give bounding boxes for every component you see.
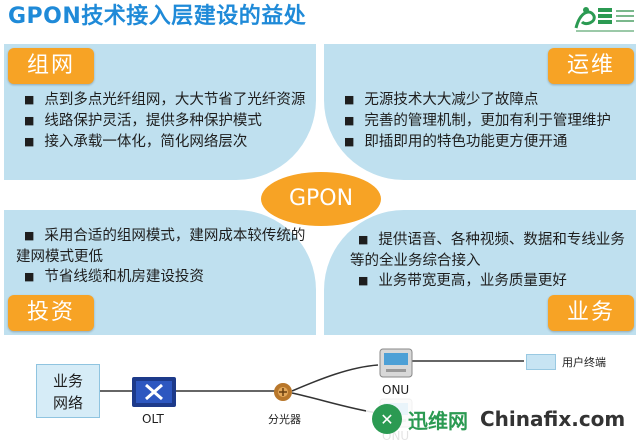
expo-2010-logo-icon	[572, 2, 636, 36]
slide-title: GPON技术接入层建设的益处	[8, 4, 307, 29]
splitter-label: 分光器	[268, 413, 301, 426]
onu-icon	[379, 348, 413, 378]
list-item: 即插即用的特色功能更方便开通	[336, 132, 628, 153]
list-item: 完善的管理机制，更加有利于管理维护	[336, 111, 628, 132]
services-list: 提供语音、各种视频、数据和专线业务等的全业务综合接入 业务带宽更高，业务质量更好	[350, 230, 626, 292]
xunwei-logo-icon: ✕	[372, 404, 402, 434]
watermark-en: Chinafix.com	[480, 407, 626, 431]
list-item: 业务带宽更高，业务质量更好	[350, 271, 626, 292]
user-terminal-label: 用户终端	[562, 356, 606, 369]
onu-label: ONU	[382, 383, 410, 397]
investment-list: 采用合适的组网模式，建网成本较传统的建网模式更低 节省线缆和机房建设投资	[16, 226, 308, 288]
list-item: 接入承载一体化，简化网络层次	[16, 132, 308, 153]
investment-heading: 投资	[8, 295, 94, 331]
list-item: 节省线缆和机房建设投资	[16, 267, 308, 288]
service-network-box: 业务 网络	[36, 364, 100, 418]
fiber-to-onu-1	[291, 364, 379, 392]
olt-icon	[132, 377, 176, 407]
user-terminal-legend: 用户终端	[526, 354, 606, 370]
gpon-center-ellipse: GPON	[261, 172, 381, 226]
list-item: 采用合适的组网模式，建网成本较传统的建网模式更低	[16, 226, 308, 267]
user-terminal-swatch	[526, 354, 556, 370]
operations-list: 无源技术大大减少了故障点 完善的管理机制，更加有利于管理维护 即插即用的特色功能…	[336, 90, 628, 153]
service-network-label: 业务 网络	[52, 372, 83, 412]
olt-label: OLT	[142, 412, 164, 426]
operations-heading: 运维	[548, 48, 634, 84]
networking-list: 点到多点光纤组网，大大节省了光纤资源 线路保护灵活，提供多种保护模式 接入承载一…	[16, 90, 308, 153]
splitter-icon	[274, 383, 292, 401]
list-item: 提供语音、各种视频、数据和专线业务等的全业务综合接入	[350, 230, 626, 271]
watermark-cn: 迅维网	[408, 408, 468, 433]
watermark: ✕ 迅维网 Chinafix.com	[366, 398, 638, 440]
list-item: 点到多点光纤组网，大大节省了光纤资源	[16, 90, 308, 111]
networking-heading: 组网	[8, 48, 94, 84]
list-item: 无源技术大大减少了故障点	[336, 90, 628, 111]
services-heading: 业务	[548, 295, 634, 331]
list-item: 线路保护灵活，提供多种保护模式	[16, 111, 308, 132]
